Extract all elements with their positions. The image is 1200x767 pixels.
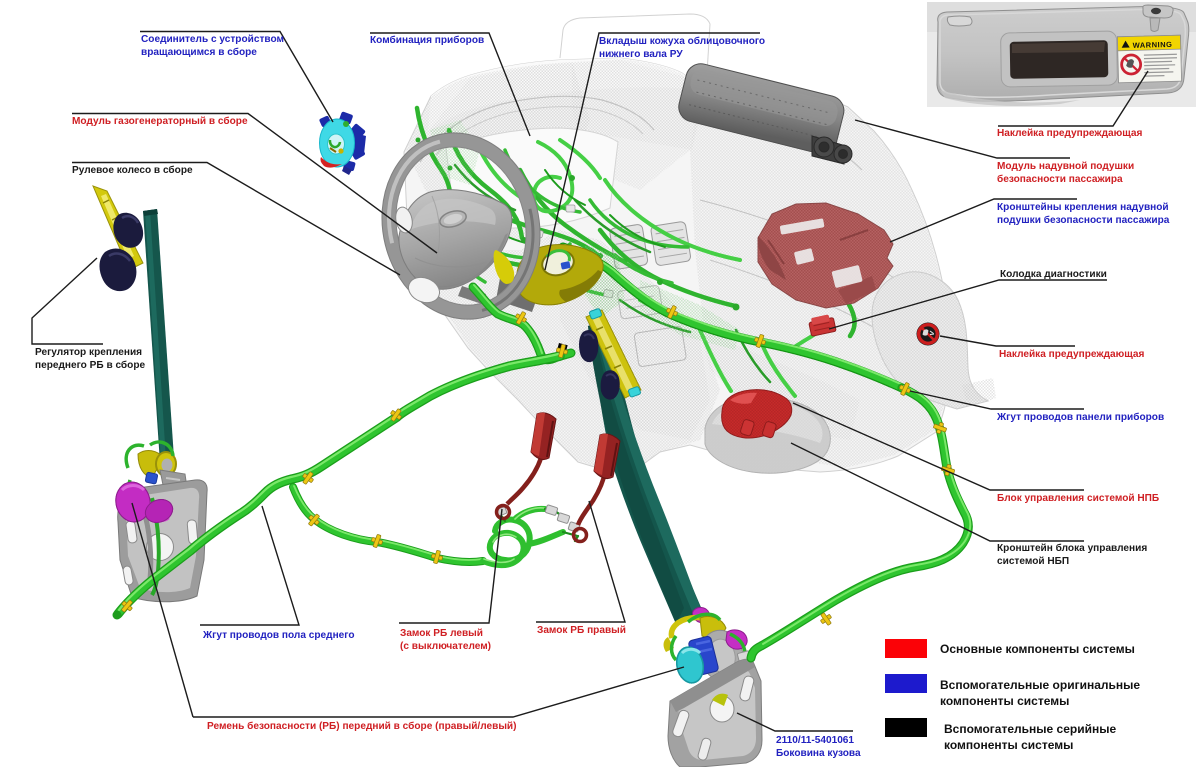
- svg-text:Кронштейны крепления надувной: Кронштейны крепления надувной: [997, 202, 1169, 213]
- svg-text:компоненты системы: компоненты системы: [940, 694, 1069, 708]
- svg-text:Наклейка предупреждающая: Наклейка предупреждающая: [999, 349, 1144, 360]
- svg-text:вращающимся в сборе: вращающимся в сборе: [141, 46, 257, 58]
- svg-text:Кронштейн блока управления: Кронштейн блока управления: [997, 542, 1147, 554]
- svg-text:нижнего вала РУ: нижнего вала РУ: [599, 49, 683, 60]
- svg-text:Блок управления системой НПБ: Блок управления системой НПБ: [997, 493, 1159, 504]
- svg-text:Боковина кузова: Боковина кузова: [776, 748, 861, 759]
- svg-text:Модуль газогенераторный в сбор: Модуль газогенераторный в сборе: [72, 115, 248, 127]
- svg-text:компоненты системы: компоненты системы: [944, 738, 1073, 752]
- svg-text:системой НБП: системой НБП: [997, 556, 1069, 567]
- svg-text:2110/11-5401061: 2110/11-5401061: [776, 735, 854, 746]
- svg-text:Вкладыш кожуха облицовочного: Вкладыш кожуха облицовочного: [599, 35, 765, 47]
- svg-text:безопасности пассажира: безопасности пассажира: [997, 173, 1123, 185]
- svg-text:переднего РБ в сборе: переднего РБ в сборе: [35, 359, 145, 371]
- svg-text:Вспомогательные оригинальные: Вспомогательные оригинальные: [940, 678, 1140, 692]
- svg-text:Замок РБ правый: Замок РБ правый: [537, 625, 626, 636]
- svg-text:Наклейка предупреждающая: Наклейка предупреждающая: [997, 128, 1142, 139]
- svg-text:Комбинация приборов: Комбинация приборов: [370, 34, 484, 46]
- svg-text:WARNING: WARNING: [1133, 40, 1173, 50]
- svg-text:Вспомогательные серийные: Вспомогательные серийные: [944, 722, 1116, 736]
- svg-text:(с выключателем): (с выключателем): [400, 641, 491, 652]
- svg-text:Ремень безопасности (РБ) перед: Ремень безопасности (РБ) передний в сбор…: [207, 720, 517, 732]
- svg-text:Колодка диагностики: Колодка диагностики: [1000, 269, 1107, 280]
- svg-text:подушки безопасности пассажира: подушки безопасности пассажира: [997, 214, 1170, 226]
- svg-text:Основные компоненты системы: Основные компоненты системы: [940, 642, 1135, 656]
- svg-text:Регулятор крепления: Регулятор крепления: [35, 347, 142, 358]
- svg-text:Жгут проводов панели приборов: Жгут проводов панели приборов: [996, 411, 1164, 423]
- svg-text:Замок РБ левый: Замок РБ левый: [400, 628, 483, 639]
- svg-text:Рулевое колесо в сборе: Рулевое колесо в сборе: [72, 164, 193, 176]
- svg-text:Модуль надувной подушки: Модуль надувной подушки: [997, 161, 1134, 172]
- svg-text:Жгут проводов пола среднего: Жгут проводов пола среднего: [202, 630, 355, 641]
- svg-text:Соединитель с устройством: Соединитель с устройством: [141, 34, 284, 45]
